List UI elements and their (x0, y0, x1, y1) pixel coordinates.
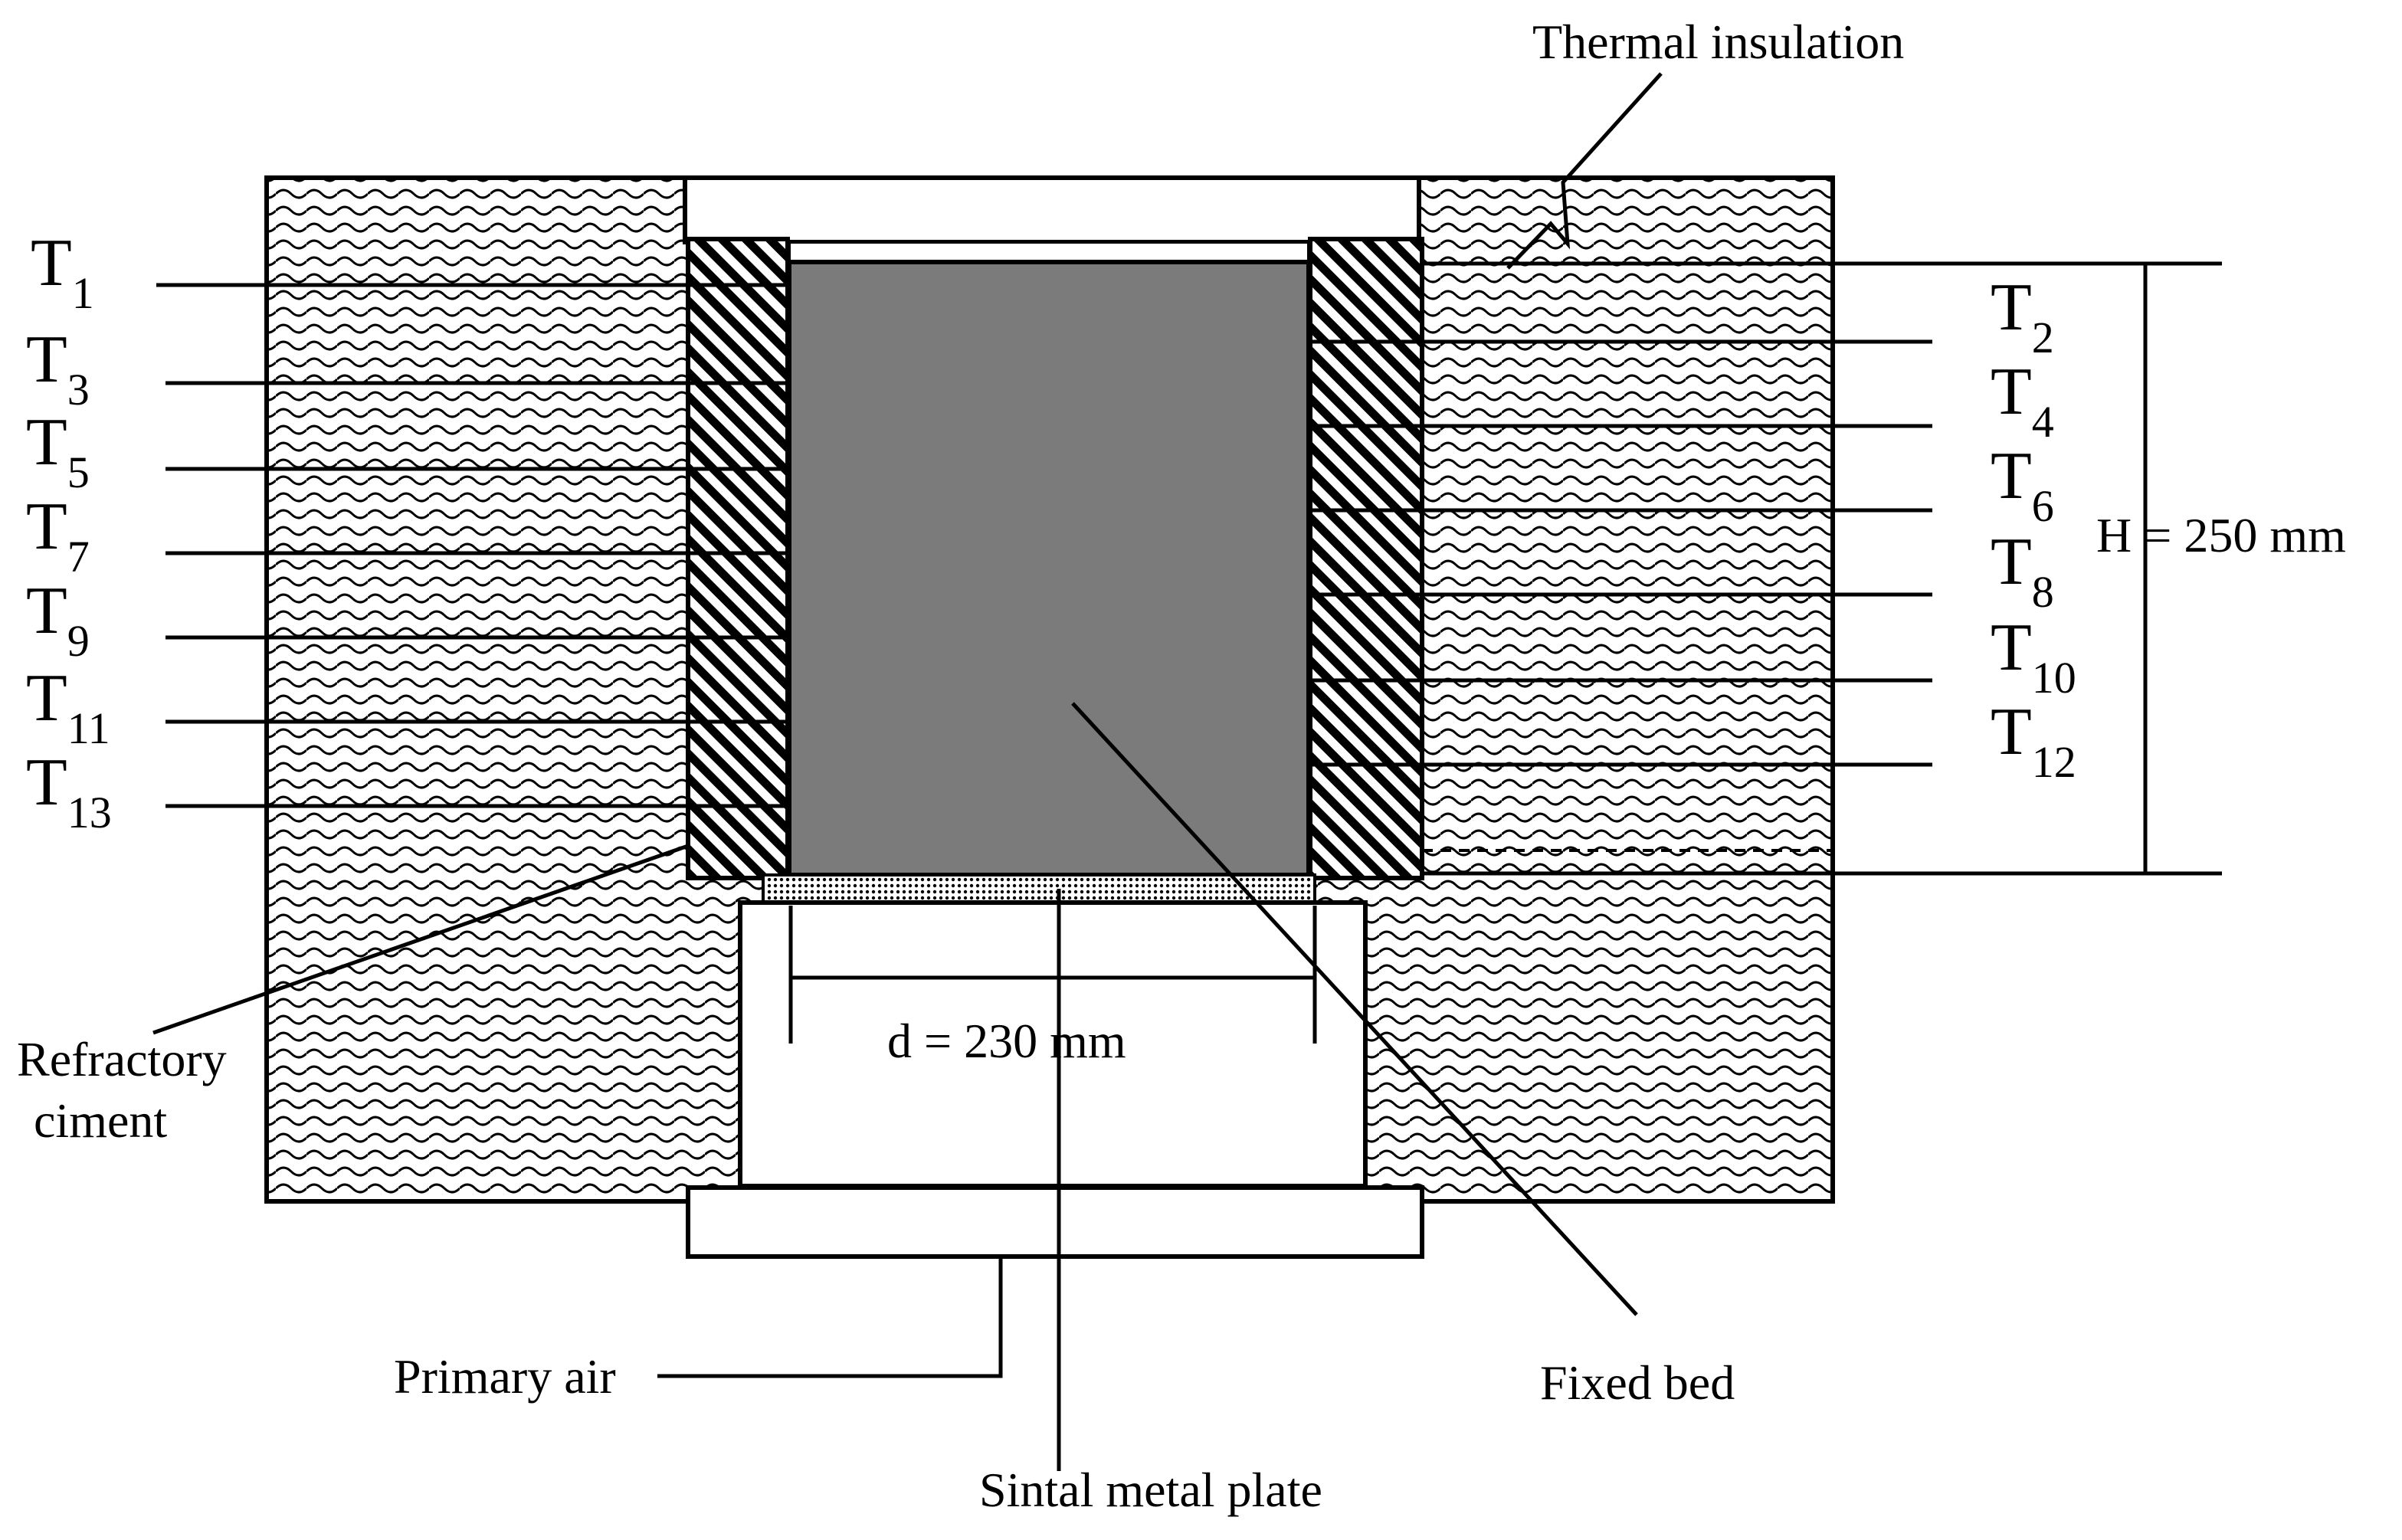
refractory-wall-left (686, 237, 790, 880)
thermocouple-lines-right (1309, 339, 1932, 767)
svg-text:T10: T10 (1991, 611, 2076, 703)
height-dimension (1422, 261, 2222, 876)
svg-text:T1: T1 (31, 226, 94, 318)
sintal-metal-plate (762, 873, 1316, 904)
fixed-bed-leader (1071, 702, 1638, 1316)
svg-text:T9: T9 (26, 574, 90, 666)
thermocouple-labels-right: T2 T4 T6 T8 T10 T12 (1991, 270, 2076, 787)
height-dimension-label: H = 250 mm (2096, 508, 2346, 562)
thermal-insulation-leader (1506, 72, 1663, 270)
thermocouple-labels-left: T1 T3 T5 T7 T9 T11 T13 (26, 226, 112, 837)
diameter-dimension (788, 906, 1317, 1044)
sintal-plate-label: Sintal metal plate (979, 1463, 1322, 1517)
refractory-wall-right (1308, 237, 1424, 880)
fixed-bed (787, 260, 1311, 877)
refractory-label-line2: ciment (34, 1093, 167, 1148)
svg-text:T8: T8 (1991, 525, 2054, 617)
svg-text:T2: T2 (1991, 270, 2054, 362)
svg-text:T11: T11 (26, 661, 110, 753)
fixed-bed-label: Fixed bed (1540, 1355, 1735, 1410)
top-gap (788, 241, 1310, 264)
svg-text:T6: T6 (1991, 439, 2054, 531)
svg-text:T12: T12 (1991, 695, 2076, 787)
svg-text:T13: T13 (26, 745, 112, 837)
thermocouple-lines-left (156, 283, 789, 808)
svg-text:T3: T3 (26, 323, 90, 414)
svg-text:T4: T4 (1991, 355, 2054, 447)
bottom-flange (686, 1185, 1424, 1259)
diameter-dimension-label: d = 230 mm (887, 1014, 1126, 1068)
refractory-leader (152, 844, 689, 1035)
refractory-label-line1: Refractory (17, 1032, 227, 1086)
svg-text:T7: T7 (26, 490, 90, 582)
primary-air-leader (657, 1257, 1003, 1378)
thermal-insulation-label: Thermal insulation (1532, 15, 1904, 69)
air-plenum (738, 900, 1368, 1188)
svg-text:T5: T5 (26, 405, 90, 497)
primary-air-label: Primary air (394, 1349, 616, 1404)
top-lid (683, 175, 1421, 244)
